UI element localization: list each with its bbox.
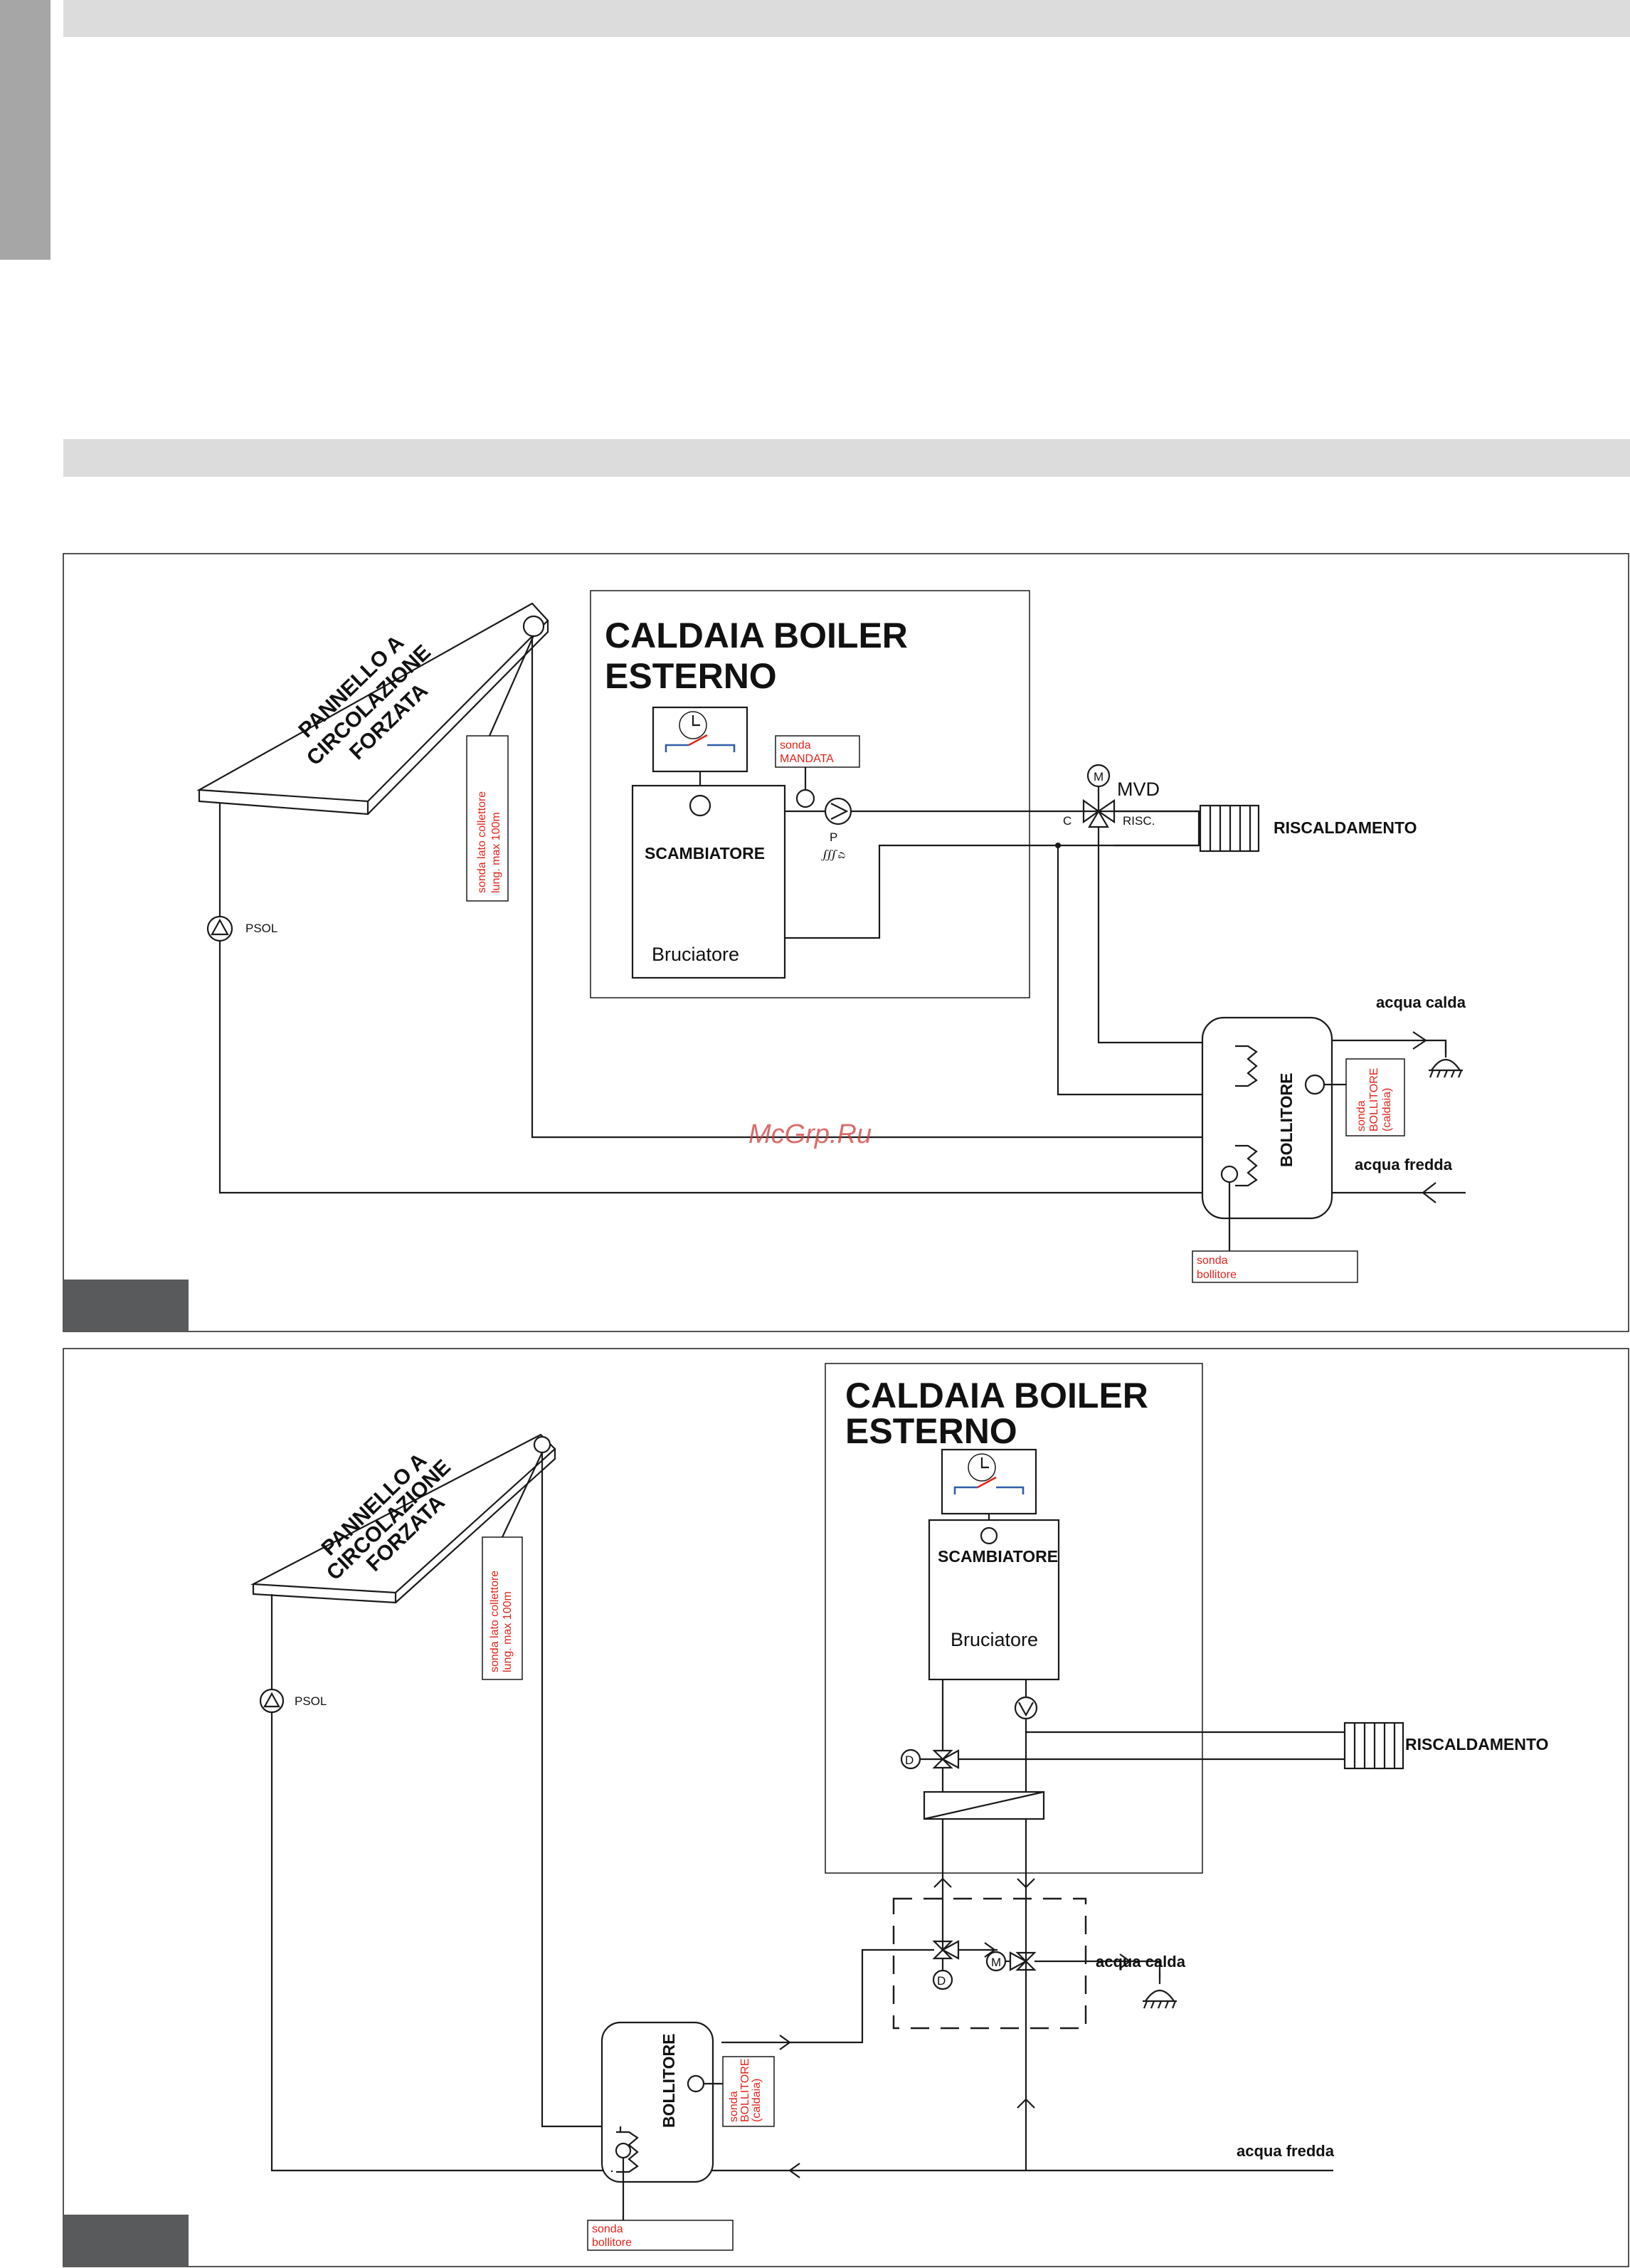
boiler-title-line1-top: CALDAIA BOILER bbox=[605, 616, 908, 655]
tank-probe-boiler-line3-top: (caldaia) bbox=[1381, 1088, 1393, 1132]
collector-probe-box-top bbox=[466, 735, 509, 902]
boiler-title-line2-bottom: ESTERNO bbox=[845, 1411, 1017, 1451]
tank-probe-boiler-line1-bottom: sonda bbox=[728, 2091, 740, 2122]
dhw-coil-supply-top bbox=[1097, 827, 1252, 1044]
collector-probe-length: lung. max 100m bbox=[490, 812, 502, 893]
diagram-frame-top bbox=[63, 553, 1629, 1332]
collector-probe-label-bottom: sonda lato collettore bbox=[489, 1571, 501, 1672]
radiator-icon-bottom bbox=[1343, 1721, 1404, 1770]
exchanger-label-top: SCAMBIATORE bbox=[645, 844, 765, 863]
solar-panel-bottom: PANNELLO A CIRCOLAZIONE FORZATA bbox=[250, 1433, 556, 1604]
tank-probe-box-top bbox=[1192, 1250, 1358, 1283]
tank-boiler-probe-box-bottom bbox=[722, 2056, 775, 2127]
flow-probe-label1: sonda bbox=[780, 739, 811, 751]
flow-probe-box bbox=[775, 735, 860, 768]
tank-probe-line1-top: sonda bbox=[1197, 1255, 1228, 1267]
hot-water-tap-icon-bottom bbox=[1141, 1970, 1178, 2010]
flow-probe-sensor bbox=[795, 788, 815, 808]
mvd-valve-icon bbox=[1073, 764, 1200, 845]
heating-label-bottom: RISCALDAMENTO bbox=[1405, 1735, 1548, 1753]
hot-water-label-bottom: acqua calda bbox=[1096, 1953, 1186, 1971]
boiler-box-bottom bbox=[825, 1363, 1203, 1874]
boiler-title-line1-bottom: CALDAIA BOILER bbox=[845, 1376, 1148, 1415]
boiler-pump-icon-bottom bbox=[1014, 1696, 1038, 1720]
boiler-pump-icon bbox=[824, 797, 852, 826]
pump-label: P bbox=[830, 830, 837, 844]
exchanger-box-bottom bbox=[928, 1519, 1060, 1681]
heating-label-top: RISCALDAMENTO bbox=[1274, 818, 1417, 837]
tank-probe-line2-bottom: bollitore bbox=[592, 2237, 632, 2249]
tank-probe-boiler-line1-top: sonda bbox=[1355, 1100, 1367, 1132]
svg-text:sonda bollitore: sonda bollitore bbox=[592, 2223, 632, 2249]
pump-symbol: ∭ಎ bbox=[821, 848, 845, 861]
svg-text:sonda BOLLITORE (calda: sonda BOLLITORE (caldaia) bbox=[728, 2055, 763, 2122]
solar-panel-top: PANNELLO A CIRCOLAZIONE FORZATA bbox=[196, 602, 549, 816]
burner-label-bottom: Bruciatore bbox=[951, 1629, 1038, 1650]
svg-text:sonda lato collettore lung: sonda lato collettore lung. max 100m bbox=[476, 788, 502, 893]
boiler-box-top bbox=[590, 590, 1030, 998]
solar-return-pipe-bottom bbox=[270, 1594, 612, 2172]
diverter-label-1: D bbox=[905, 1753, 914, 1767]
tank-probe-line2-top: bollitore bbox=[1197, 1269, 1237, 1281]
tank-boiler-probe-sensor-bottom bbox=[687, 2074, 705, 2093]
tank-probe-boiler-line2-top: BOLLITORE bbox=[1368, 1067, 1380, 1132]
timer-switch-icon-top bbox=[652, 706, 748, 773]
mixing-valve-d bbox=[932, 1940, 997, 1990]
exchanger-label-bottom: SCAMBIATORE bbox=[938, 1547, 1058, 1566]
tank-probe-line1-bottom: sonda bbox=[592, 2223, 623, 2235]
tank-probe-box-bottom bbox=[587, 2220, 734, 2251]
tank-boiler-probe-box-top bbox=[1345, 1058, 1405, 1136]
flow-probe-label2: MANDATA bbox=[780, 753, 834, 765]
tank-bottom bbox=[600, 2021, 714, 2183]
thermostatic-valve-m bbox=[985, 1951, 1037, 1972]
side-tab bbox=[0, 0, 51, 260]
exchanger-box-top bbox=[631, 784, 786, 979]
psol-label-top: PSOL bbox=[245, 922, 277, 935]
mixing-group-outline bbox=[892, 1897, 1087, 2030]
boiler-title-line2-top: ESTERNO bbox=[605, 656, 777, 696]
svg-text:sonda lato collettore lung: sonda lato collettore lung. max 100m bbox=[489, 1567, 514, 1672]
hot-water-tap-icon-top bbox=[1427, 1039, 1464, 1079]
radiator-icon-top bbox=[1199, 804, 1260, 853]
diverter-label-2: D bbox=[937, 1974, 946, 1988]
collector-probe-box-bottom bbox=[482, 1536, 523, 1680]
tank-label-bottom: BOLLITORE bbox=[660, 2034, 678, 2128]
cold-water-label-bottom: acqua fredda bbox=[1237, 2142, 1335, 2160]
solar-flow-pipe-bottom bbox=[541, 1453, 620, 2128]
motor-label-bottom: M bbox=[991, 1956, 1001, 1969]
svg-text:sonda BOLLITORE (calda: sonda BOLLITORE (caldaia) bbox=[1355, 1065, 1393, 1132]
tank-probe-boiler-line3-bottom: (caldaia) bbox=[751, 2079, 763, 2122]
tank-label-top: BOLLITORE bbox=[1277, 1073, 1296, 1167]
hot-water-label-top: acqua calda bbox=[1376, 993, 1466, 1011]
mvd-label: MVD bbox=[1117, 779, 1160, 800]
diverter-valve-icon bbox=[900, 1749, 960, 1770]
tank-boiler-probe-sensor-top bbox=[1304, 1074, 1325, 1095]
tank-probe-boiler-line2-bottom: BOLLITORE bbox=[739, 2058, 751, 2122]
figure-tab-bottom bbox=[63, 2215, 189, 2267]
header-bar-top bbox=[63, 0, 1630, 37]
valve-port-c: C bbox=[1063, 814, 1071, 828]
valve-port-risc: RISC. bbox=[1123, 814, 1155, 828]
cold-water-label-top: acqua fredda bbox=[1355, 1156, 1453, 1173]
svg-text:sonda bollitore: sonda bollitore bbox=[1197, 1255, 1237, 1281]
svg-text:sonda MANDATA: sonda MANDATA bbox=[780, 739, 834, 765]
collector-probe-length-bottom: lung. max 100m bbox=[502, 1591, 514, 1672]
motor-label-top: M bbox=[1094, 770, 1104, 784]
burner-label-top: Bruciatore bbox=[652, 944, 739, 965]
psol-label-bottom: PSOL bbox=[295, 1694, 327, 1708]
solar-flow-pipe-top bbox=[531, 636, 1252, 1139]
header-bar-section bbox=[63, 439, 1630, 477]
timer-switch-icon-bottom bbox=[941, 1448, 1037, 1515]
collector-probe-label: sonda lato collettore bbox=[476, 791, 488, 893]
tank-top bbox=[1201, 1016, 1333, 1220]
diagram-frame-bottom bbox=[63, 1348, 1629, 2267]
watermark: McGrp.Ru bbox=[748, 1119, 872, 1149]
figure-tab-top bbox=[63, 1280, 189, 1331]
